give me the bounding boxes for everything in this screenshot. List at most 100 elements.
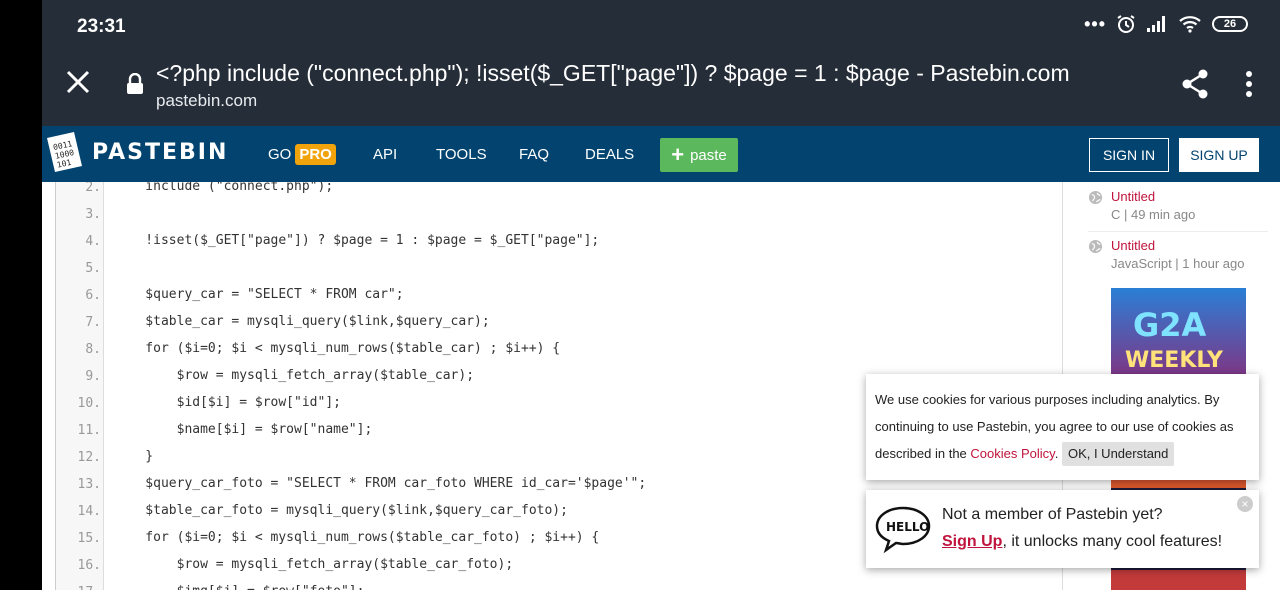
line-number: 4. bbox=[85, 234, 101, 249]
status-time: 23:31 bbox=[77, 16, 126, 37]
cookie-text: We use cookies for various purposes incl… bbox=[875, 392, 1234, 461]
pastebin-logo[interactable]: 0011 1000 101 PASTEBIN bbox=[44, 130, 228, 174]
code-text: include ("connect.php"); bbox=[114, 182, 334, 194]
ad-footer-strip bbox=[1111, 570, 1246, 590]
plus-icon: + bbox=[671, 142, 685, 167]
signal-icon bbox=[1147, 16, 1165, 32]
code-text: $name[$i] = $row["name"]; bbox=[114, 422, 373, 437]
lock-icon bbox=[127, 73, 143, 94]
cookies-policy-link[interactable]: Cookies Policy bbox=[970, 446, 1055, 461]
code-line: 4. !isset($_GET["page"]) ? $page = 1 : $… bbox=[56, 228, 1062, 255]
code-line: 12. } bbox=[56, 444, 1062, 471]
recent-paste[interactable]: Untitled JavaScript | 1 hour ago bbox=[1088, 233, 1268, 281]
globe-icon bbox=[1088, 239, 1103, 254]
line-number: 13. bbox=[77, 477, 101, 492]
page-title[interactable]: <?php include ("connect.php"); !isset($_… bbox=[156, 60, 1070, 86]
line-number: 15. bbox=[77, 531, 101, 546]
share-icon[interactable] bbox=[1180, 68, 1210, 100]
line-number: 6. bbox=[85, 288, 101, 303]
line-number: 16. bbox=[77, 558, 101, 573]
signup-link[interactable]: Sign Up bbox=[942, 533, 1003, 550]
code-line: 14. $table_car_foto = mysqli_query($link… bbox=[56, 498, 1062, 525]
more-notifications-icon: ••• bbox=[1084, 14, 1106, 34]
recent-paste-meta: JavaScript | 1 hour ago bbox=[1111, 256, 1245, 271]
line-number: 5. bbox=[85, 261, 101, 276]
code-text: $img[$i] = $row["foto"]; bbox=[114, 584, 365, 590]
cookie-period: . bbox=[1054, 446, 1059, 461]
code-line: 17. $img[$i] = $row["foto"]; bbox=[56, 579, 1062, 590]
line-number: 3. bbox=[85, 207, 101, 222]
code-line: 8. for ($i=0; $i < mysqli_num_rows($tabl… bbox=[56, 336, 1062, 363]
code-text: $table_car = mysqli_query($link,$query_c… bbox=[114, 314, 490, 329]
code-line: 3. bbox=[56, 201, 1062, 228]
code-line: 16. $row = mysqli_fetch_array($table_car… bbox=[56, 552, 1062, 579]
line-number: 14. bbox=[77, 504, 101, 519]
status-icons: ••• 26 bbox=[1084, 14, 1248, 34]
line-number: 10. bbox=[77, 396, 101, 411]
new-paste-button[interactable]: + paste bbox=[660, 138, 738, 172]
code-text: $id[$i] = $row["id"]; bbox=[114, 395, 341, 410]
code-text: $row = mysqli_fetch_array($table_car); bbox=[114, 368, 475, 383]
alarm-icon bbox=[1117, 15, 1135, 33]
line-number: 2. bbox=[85, 182, 101, 195]
signup-prompt-body: Sign Up, it unlocks many cool features! bbox=[942, 533, 1222, 551]
nav-faq[interactable]: FAQ bbox=[519, 146, 550, 163]
logo-icon: 0011 1000 101 bbox=[47, 132, 82, 172]
more-options-icon[interactable] bbox=[1244, 70, 1254, 98]
code-line: 9. $row = mysqli_fetch_array($table_car)… bbox=[56, 363, 1062, 390]
code-text: for ($i=0; $i < mysqli_num_rows($table_c… bbox=[114, 341, 561, 356]
code-line: 2. include ("connect.php"); bbox=[56, 182, 1062, 201]
hello-speech-bubble-icon: HELLO bbox=[875, 506, 931, 554]
cookie-accept-button[interactable]: OK, I Understand bbox=[1061, 442, 1175, 466]
battery-icon: 26 bbox=[1212, 16, 1248, 32]
ad-brand: G2A bbox=[1133, 306, 1207, 344]
code-text: $table_car_foto = mysqli_query($link,$qu… bbox=[114, 503, 568, 518]
code-text: !isset($_GET["page"]) ? $page = 1 : $pag… bbox=[114, 233, 600, 248]
sign-up-button[interactable]: SIGN UP bbox=[1179, 138, 1259, 172]
recent-paste-title[interactable]: Untitled bbox=[1111, 238, 1156, 253]
code-line: 11. $name[$i] = $row["name"]; bbox=[56, 417, 1062, 444]
nav-deals[interactable]: DEALS bbox=[585, 146, 635, 163]
code-line: 15. for ($i=0; $i < mysqli_num_rows($tab… bbox=[56, 525, 1062, 552]
code-line: 10. $id[$i] = $row["id"]; bbox=[56, 390, 1062, 417]
close-icon[interactable] bbox=[64, 68, 92, 96]
cookie-consent-popup: We use cookies for various purposes incl… bbox=[866, 374, 1259, 480]
left-edge bbox=[0, 0, 42, 590]
browser-chrome: 23:31 ••• 26 <?php include ("connect.php… bbox=[42, 0, 1280, 126]
svg-text:1000: 1000 bbox=[54, 148, 75, 161]
pro-badge: PRO bbox=[295, 144, 336, 165]
code-line: 6. $query_car = "SELECT * FROM car"; bbox=[56, 282, 1062, 309]
paste-label: paste bbox=[690, 146, 727, 164]
line-number: 12. bbox=[77, 450, 101, 465]
wifi-icon bbox=[1179, 16, 1201, 33]
recent-paste-title[interactable]: Untitled bbox=[1111, 189, 1156, 204]
sign-in-button[interactable]: SIGN IN bbox=[1089, 138, 1169, 172]
close-popup-icon[interactable]: × bbox=[1237, 496, 1253, 512]
page-host[interactable]: pastebin.com bbox=[156, 91, 258, 110]
code-text: for ($i=0; $i < mysqli_num_rows($table_c… bbox=[114, 530, 600, 545]
line-number: 11. bbox=[77, 423, 101, 438]
nav-tools[interactable]: TOOLS bbox=[436, 146, 487, 163]
code-text: $query_car_foto = "SELECT * FROM car_fot… bbox=[114, 476, 647, 491]
line-number: 7. bbox=[85, 315, 101, 330]
svg-text:0011: 0011 bbox=[52, 139, 73, 152]
code-line: 5. bbox=[56, 255, 1062, 282]
code-line: 13. $query_car_foto = "SELECT * FROM car… bbox=[56, 471, 1062, 498]
line-number: 17. bbox=[61, 585, 101, 590]
line-number-gutter bbox=[56, 182, 104, 590]
svg-text:HELLO: HELLO bbox=[886, 520, 929, 534]
line-number: 8. bbox=[85, 342, 101, 357]
signup-prompt-popup: HELLO Not a member of Pastebin yet? Sign… bbox=[866, 490, 1259, 568]
nav-go-label: GO bbox=[268, 146, 292, 163]
line-number: 9. bbox=[85, 369, 101, 384]
globe-icon bbox=[1088, 190, 1103, 205]
recent-paste-meta: C | 49 min ago bbox=[1111, 207, 1196, 222]
svg-text:101: 101 bbox=[56, 158, 72, 170]
code-text: $row = mysqli_fetch_array($table_car_fot… bbox=[114, 557, 514, 572]
logo-text: PASTEBIN bbox=[92, 139, 229, 165]
nav-api[interactable]: API bbox=[373, 146, 398, 163]
code-line: 7. $table_car = mysqli_query($link,$quer… bbox=[56, 309, 1062, 336]
recent-paste[interactable]: Untitled C | 49 min ago bbox=[1088, 184, 1268, 232]
